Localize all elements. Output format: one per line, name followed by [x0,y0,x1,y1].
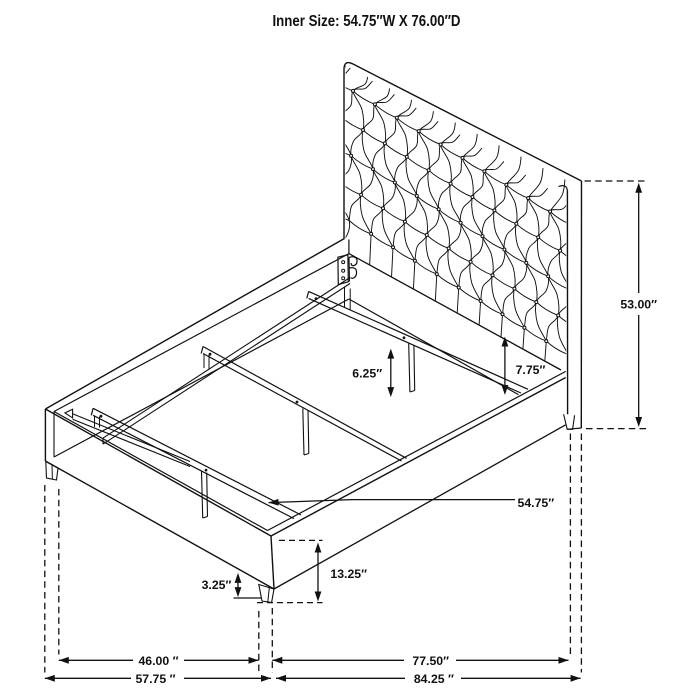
svg-text:Inner Size: 54.75″W X 76.00″D: Inner Size: 54.75″W X 76.00″D [273,13,461,30]
svg-text:77.50″: 77.50″ [412,654,449,668]
svg-text:7.75″: 7.75″ [516,363,546,377]
svg-text:54.75″: 54.75″ [518,496,555,510]
svg-text:13.25″: 13.25″ [330,567,367,581]
svg-text:6.25″: 6.25″ [352,367,382,381]
svg-text:3.25″: 3.25″ [202,578,232,592]
svg-text:46.00 ″: 46.00 ″ [138,654,178,668]
svg-text:84.25 ″: 84.25 ″ [414,672,454,686]
svg-text:53.00″: 53.00″ [620,297,657,311]
svg-text:57.75 ″: 57.75 ″ [135,672,175,686]
